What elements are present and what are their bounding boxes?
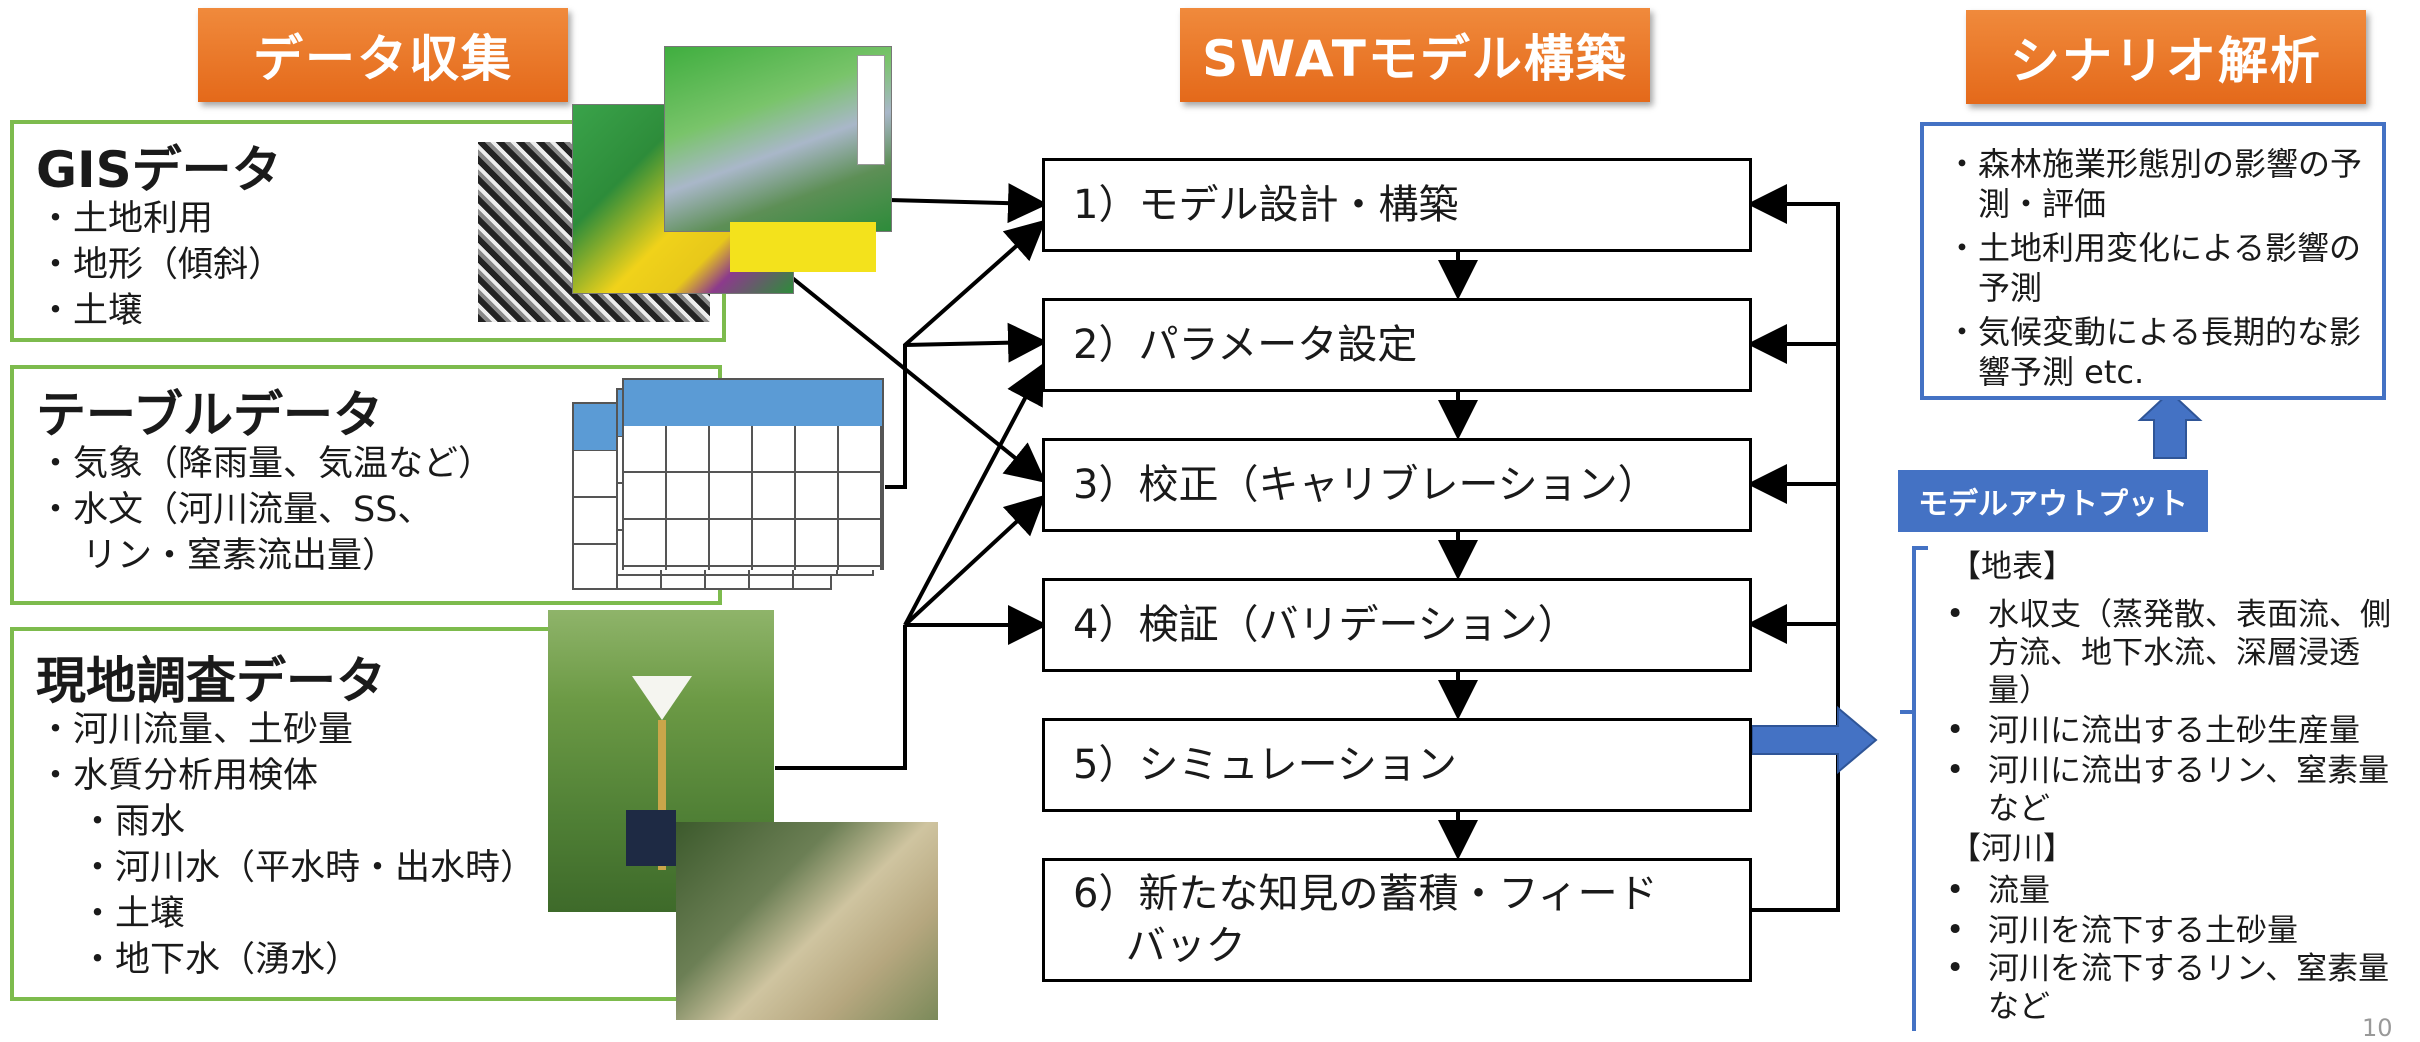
bullet: • xyxy=(1946,752,1965,788)
output-surface-item: 河川に流出するリン、窒素量 など xyxy=(1988,753,2390,827)
table-item: ・水文（河川流量、SS、 xyxy=(38,490,433,530)
soil-map-image xyxy=(664,46,892,232)
step-validation: 4）検証（バリデーション） xyxy=(1042,578,1752,672)
scenario-item: ・森林施業形態別の影響の予 測・評価 xyxy=(1946,145,2363,223)
map-legend xyxy=(857,55,885,165)
output-river-item: 河川を流下する土砂量 xyxy=(1988,913,2298,949)
field-item: ・土壌 xyxy=(80,894,186,934)
map-yellow-area xyxy=(730,222,876,272)
river-weir-photo xyxy=(676,822,938,1020)
gis-data-title: GISデータ xyxy=(36,141,282,199)
output-surface-item: 水収支（蒸発散、表面流、側 方流、地下水流、深層浸透 量） xyxy=(1988,597,2391,709)
step-feedback: 6）新たな知見の蓄積・フィード バック xyxy=(1042,858,1752,982)
bullet: • xyxy=(1946,872,1965,908)
model-output-badge: モデルアウトプット xyxy=(1898,470,2208,532)
page-number: 10 xyxy=(2362,1014,2393,1042)
step-calibration: 3）校正（キャリブレーション） xyxy=(1042,438,1752,532)
output-river-heading: 【河川】 xyxy=(1950,831,2074,867)
field-item: ・雨水 xyxy=(80,802,186,842)
field-item: ・地下水（湧水） xyxy=(80,940,361,980)
funnel-icon xyxy=(632,676,692,720)
scenario-box: ・森林施業形態別の影響の予 測・評価 ・土地利用変化による影響の 予測 ・気候変… xyxy=(1920,122,2386,400)
output-surface-item: 河川に流出する土砂生産量 xyxy=(1988,713,2360,749)
gis-item: ・地形（傾斜） xyxy=(38,245,284,285)
output-river-item: 河川を流下するリン、窒素量 など xyxy=(1988,951,2390,1025)
output-surface-heading: 【地表】 xyxy=(1950,549,2074,585)
gis-item: ・土地利用 xyxy=(38,199,214,239)
step-model-design: 1）モデル設計・構築 xyxy=(1042,158,1752,252)
header-scenario: シナリオ解析 xyxy=(1966,10,2366,104)
spreadsheet-front-image xyxy=(622,378,884,570)
header-data-collection: データ収集 xyxy=(198,8,568,102)
table-data-title: テーブルデータ xyxy=(36,386,383,444)
field-item: ・水質分析用検体 xyxy=(38,756,319,796)
field-item: ・河川流量、土砂量 xyxy=(38,710,354,750)
output-river-item: 流量 xyxy=(1988,873,2050,909)
step-parameter-setting: 2）パラメータ設定 xyxy=(1042,298,1752,392)
bullet: • xyxy=(1946,912,1965,948)
bullet: • xyxy=(1946,712,1965,748)
header-swat-model: SWATモデル構築 xyxy=(1180,8,1650,102)
table-item: リン・窒素流出量） xyxy=(82,536,398,576)
scenario-item: ・気候変動による長期的な影 響予測 etc. xyxy=(1946,313,2362,391)
field-item: ・河川水（平水時・出水時） xyxy=(80,848,536,888)
bullet: • xyxy=(1946,950,1965,986)
scenario-item: ・土地利用変化による影響の 予測 xyxy=(1946,229,2362,307)
gis-item: ・土壌 xyxy=(38,291,144,331)
bullet: • xyxy=(1946,596,1965,632)
step-simulation: 5）シミュレーション xyxy=(1042,718,1752,812)
field-survey-title: 現地調査データ xyxy=(36,652,386,710)
table-item: ・気象（降雨量、気温など） xyxy=(38,444,494,484)
